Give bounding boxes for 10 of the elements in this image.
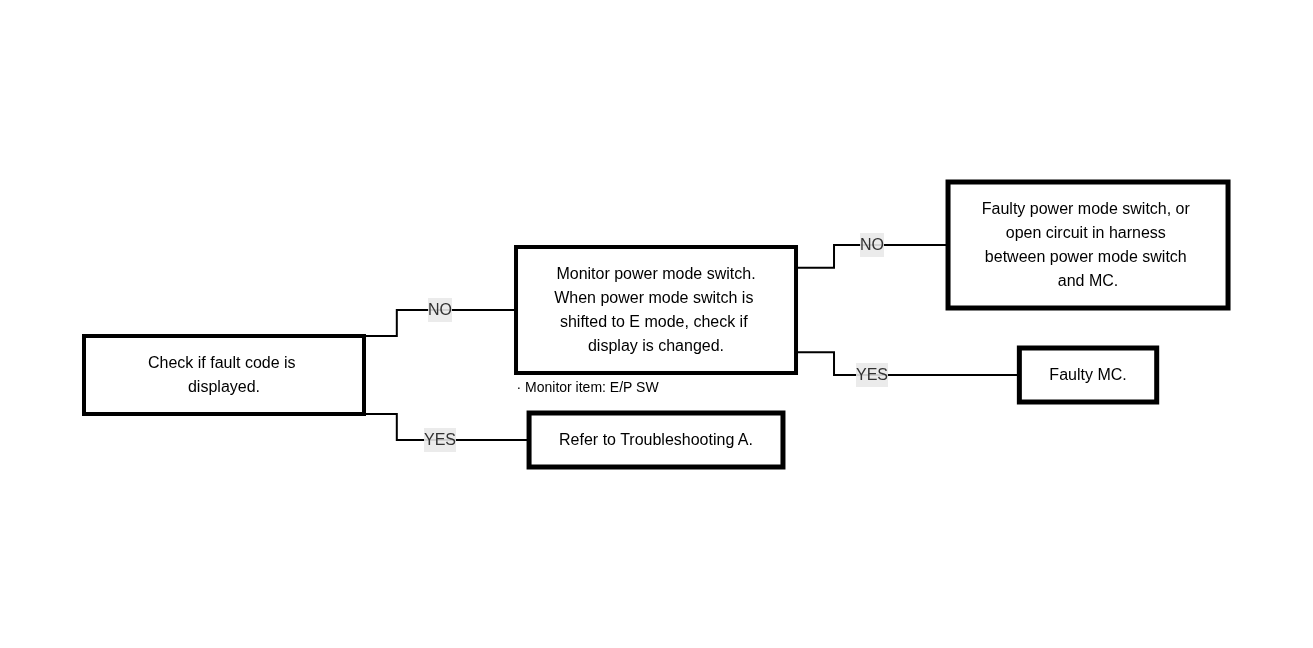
node-note: · Monitor item: E/P SW [516, 378, 659, 395]
node-box: Refer to Troubleshooting A. [527, 410, 786, 469]
edge-label: YES [424, 430, 457, 448]
node-box: Check if fault code is displayed. [82, 333, 367, 416]
node-box: Faulty power mode switch, or open circuit in harness between power mode switch and MC. [946, 179, 1231, 310]
node-box: Faulty MC. [1017, 345, 1160, 404]
node-box: Monitor power mode switch. When power mode switch is shifted to E mode, check if display is changed. [514, 244, 799, 375]
edge-label: NO [860, 235, 885, 253]
edge-label: NO [428, 300, 453, 318]
edge-label: YES [856, 365, 889, 383]
